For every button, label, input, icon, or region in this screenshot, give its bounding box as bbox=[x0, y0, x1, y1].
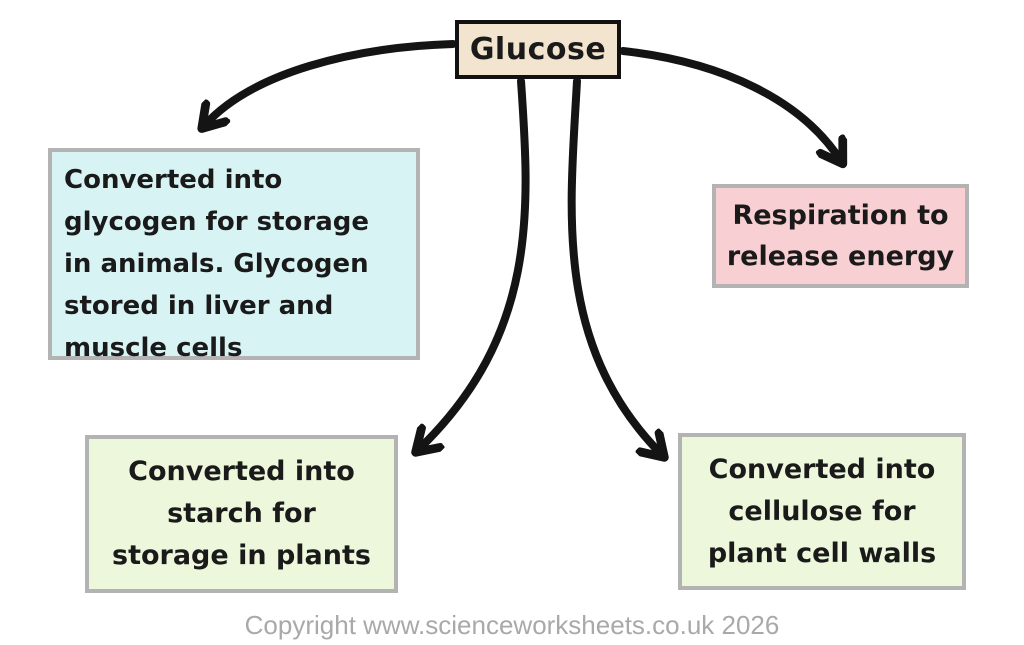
arrow-glucose-to-starch bbox=[418, 77, 530, 450]
node-cellulose: Converted into cellulose for plant cell … bbox=[678, 433, 966, 590]
starch-text: Converted into starch for storage in pla… bbox=[112, 456, 371, 571]
node-respiration: Respiration to release energy bbox=[712, 184, 969, 288]
glycogen-text: Converted into glycogen for storage in a… bbox=[64, 165, 369, 363]
copyright-text: Copyright www.scienceworksheets.co.uk 20… bbox=[244, 610, 780, 640]
node-starch-storage: Converted into starch for storage in pla… bbox=[85, 435, 398, 593]
node-glucose: Glucose bbox=[455, 20, 621, 79]
node-glycogen-storage: Converted into glycogen for storage in a… bbox=[48, 148, 420, 363]
respiration-text: Respiration to release energy bbox=[726, 200, 955, 272]
arrow-glucose-to-glycogen bbox=[204, 40, 457, 126]
arrow-glucose-to-cellulose bbox=[567, 77, 662, 455]
glucose-label: Glucose bbox=[469, 32, 607, 67]
arrow-glucose-to-respiration bbox=[619, 47, 841, 161]
cellulose-text: Converted into cellulose for plant cell … bbox=[707, 453, 937, 569]
